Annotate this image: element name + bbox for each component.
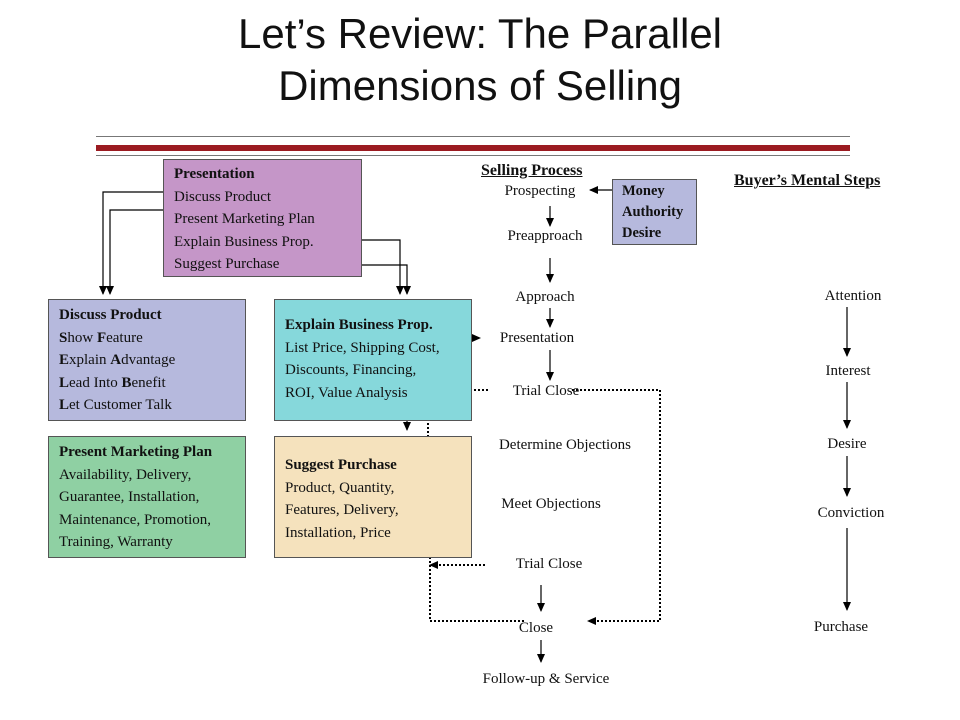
selling-process-heading: Selling Process: [481, 162, 583, 179]
marketing-plan-line: Training, Warranty: [59, 534, 173, 550]
presentation-box-line: Discuss Product: [174, 188, 272, 205]
title-line-1: Let’s Review: The Parallel: [237, 10, 723, 57]
step-presentation: Presentation: [499, 330, 575, 346]
marketing-plan-line: Availability, Delivery,: [59, 466, 192, 483]
presentation-box-line: Explain Business Prop.: [174, 233, 314, 250]
buyer-step-purchase: Purchase: [813, 619, 869, 635]
mad-line: Desire: [622, 225, 662, 241]
explain-business-box: Explain Business Prop. List Price, Shipp…: [274, 299, 472, 421]
marketing-plan-box: Present Marketing Plan Availability, Del…: [48, 436, 246, 558]
title-rule-bottom: [96, 155, 850, 156]
step-approach: Approach: [515, 289, 575, 305]
suggest-purchase-line: Features, Delivery,: [285, 502, 399, 518]
step-close: Close: [518, 620, 554, 636]
presentation-box-line: Present Marketing Plan: [174, 211, 315, 227]
buyers-steps-heading: Buyer’s Mental Steps: [734, 172, 881, 189]
buyer-step-attention: Attention: [824, 288, 882, 304]
discuss-product-heading: Discuss Product: [59, 307, 162, 323]
presentation-box-line: Suggest Purchase: [174, 256, 280, 272]
presentation-box-heading: Presentation: [174, 166, 255, 182]
step-trial-close: Trial Close: [512, 383, 580, 399]
discuss-product-line: Let Customer Talk: [59, 397, 172, 413]
discuss-product-line: Lead Into Benefit: [59, 374, 166, 391]
suggest-purchase-line: Installation, Price: [285, 524, 391, 541]
suggest-purchase-heading: Suggest Purchase: [285, 457, 397, 473]
explain-business-line: List Price, Shipping Cost,: [285, 339, 440, 356]
buyer-step-conviction: Conviction: [817, 505, 885, 521]
presentation-box: Presentation Discuss Product Present Mar…: [163, 159, 362, 277]
buyer-step-interest: Interest: [825, 363, 871, 379]
marketing-plan-line: Guarantee, Installation,: [59, 489, 200, 505]
title-rule: [96, 145, 850, 151]
step-follow-up: Follow-up & Service: [482, 671, 610, 687]
discuss-product-line: Explain Advantage: [59, 352, 176, 368]
selling-process-arrows: [537, 186, 612, 663]
discuss-product-line: Show Feature: [59, 329, 143, 346]
explain-business-heading: Explain Business Prop.: [285, 317, 433, 333]
step-trial-close-2: Trial Close: [515, 556, 583, 572]
step-meet-objections: Meet Objections: [501, 496, 601, 512]
explain-business-line: ROI, Value Analysis: [285, 384, 408, 401]
step-preapproach: Preapproach: [507, 228, 583, 244]
explain-business-line: Discounts, Financing,: [285, 362, 417, 378]
buyer-step-desire: Desire: [827, 436, 867, 452]
title-line-2: Dimensions of Selling: [278, 62, 682, 109]
title-rule-top: [96, 136, 850, 137]
suggest-purchase-box: Suggest Purchase Product, Quantity, Feat…: [274, 436, 472, 558]
mad-box: Money Authority Desire: [612, 179, 697, 245]
marketing-plan-line: Maintenance, Promotion,: [59, 511, 212, 528]
step-prospecting: Prospecting: [504, 183, 576, 199]
mad-line: Authority: [622, 204, 684, 220]
step-determine-objections: Determine Objections: [498, 437, 632, 453]
slide-title: Let’s Review: The Parallel Dimensions of…: [0, 8, 960, 112]
marketing-plan-heading: Present Marketing Plan: [59, 444, 213, 460]
mad-line: Money: [622, 183, 665, 199]
discuss-product-box: Discuss Product Show Feature Explain Adv…: [48, 299, 246, 421]
suggest-purchase-line: Product, Quantity,: [285, 479, 395, 496]
